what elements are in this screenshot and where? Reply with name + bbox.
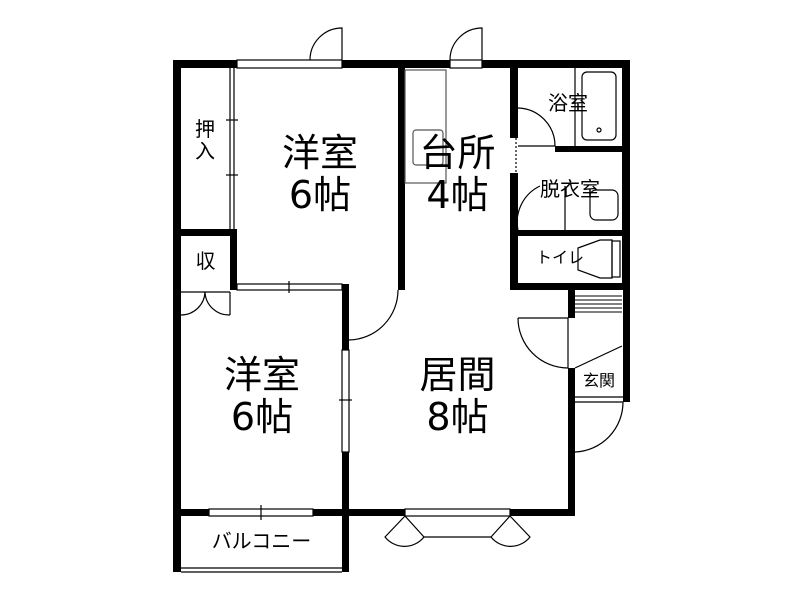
room-label-closet: 押 入 [195,117,215,163]
room-label-storage: 収 [195,249,216,273]
room-label-entrance: 玄関 [582,371,615,390]
room-label-bath: 浴室 [548,91,588,115]
openings [180,27,624,573]
room-label-dressing: 脱衣室 [540,177,600,201]
room-label-balcony: バルコニー [211,529,312,553]
walls [173,60,630,572]
room-label-toilet: トイレ [535,248,584,267]
